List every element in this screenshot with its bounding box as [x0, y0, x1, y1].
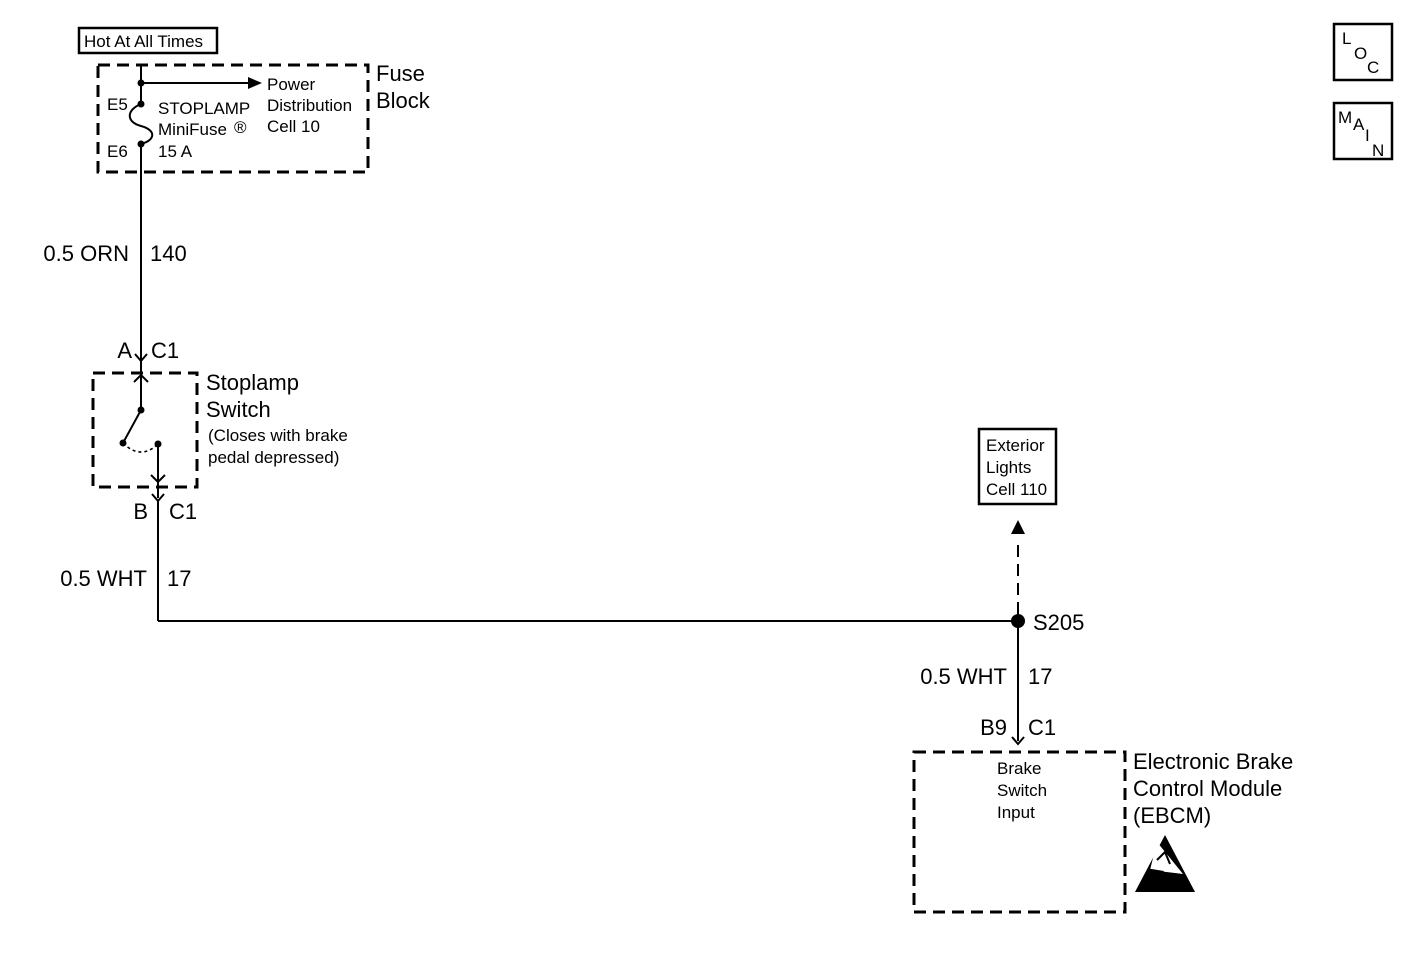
- ebcm-title-3: (EBCM): [1133, 803, 1211, 828]
- splice-name: S205: [1033, 610, 1084, 635]
- ebcm-connector: C1: [1028, 715, 1056, 740]
- fuse-name: STOPLAMP: [158, 99, 250, 118]
- fuse-pin-e6: E6: [107, 142, 128, 161]
- hot-at-all-times-label: Hot At All Times: [77, 26, 219, 55]
- fuse-icon: [128, 103, 154, 145]
- splice-s205: S205: [1011, 520, 1084, 635]
- stoplamp-switch-note-1: (Closes with brake: [208, 426, 348, 445]
- main-letter-m: M: [1338, 108, 1352, 127]
- power-distribution-line-2: Distribution: [267, 96, 352, 115]
- power-distribution-line-3: Cell 10: [267, 117, 320, 136]
- wire-wht-1-gauge-color: 0.5 WHT: [60, 566, 147, 591]
- ebcm-outline: [912, 750, 1127, 914]
- stoplamp-switch-outline: [91, 371, 199, 489]
- ebcm-title-1: Electronic Brake: [1133, 749, 1293, 774]
- exterior-lights-reference[interactable]: Exterior Lights Cell 110: [977, 427, 1058, 506]
- switch-connector-a: C1: [151, 338, 179, 363]
- power-distribution-arrow-icon: [248, 77, 262, 89]
- stoplamp-switch-title-2: Switch: [206, 397, 271, 422]
- stoplamp-switch-note-2: pedal depressed): [208, 448, 339, 467]
- main-letter-n: N: [1372, 141, 1384, 160]
- switch-connector-b: C1: [169, 499, 197, 524]
- ebcm-input-line-3: Input: [997, 803, 1035, 822]
- switch-pin-a: A: [117, 338, 132, 363]
- fuse-block-title-2: Block: [376, 88, 431, 113]
- fuse-block-title-1: Fuse: [376, 61, 425, 86]
- wire-wht-1-circuit: 17: [167, 566, 191, 591]
- wire-orn-circuit: 140: [150, 241, 187, 266]
- fuse-registered-mark: ®: [234, 118, 247, 137]
- fuse-block: Fuse Block Power Distribution Cell 10 E5…: [96, 61, 431, 174]
- wire-orn-gauge-color: 0.5 ORN: [43, 241, 129, 266]
- loc-letter-c: C: [1367, 58, 1379, 77]
- exterior-lights-arrow-icon: [1011, 520, 1025, 534]
- ebcm-pin: B9: [980, 715, 1007, 740]
- esd-sensitive-icon: [1135, 835, 1195, 892]
- wire-wht-2-gauge-color: 0.5 WHT: [920, 664, 1007, 689]
- loc-letter-l: L: [1342, 29, 1351, 48]
- hot-label-text: Hot At All Times: [84, 32, 203, 51]
- switch-pin-b: B: [133, 499, 148, 524]
- ebcm-input-line-2: Switch: [997, 781, 1047, 800]
- stoplamp-switch: A C1 Stoplamp Switch (Closes with brake …: [91, 338, 348, 524]
- fuse-pin-e5: E5: [107, 95, 128, 114]
- ebcm-title-2: Control Module: [1133, 776, 1282, 801]
- exterior-ref-line-3: Cell 110: [986, 480, 1047, 499]
- ebcm-connector-icon: [1011, 736, 1025, 746]
- wire-wht-2-circuit: 17: [1028, 664, 1052, 689]
- switch-blade: [122, 409, 142, 444]
- loc-letter-o: O: [1354, 44, 1367, 63]
- loc-button[interactable]: L O C: [1332, 22, 1394, 82]
- fuse-block-outline: [96, 63, 370, 174]
- switch-lower-arrow-icon: [150, 474, 166, 484]
- main-letter-i: I: [1365, 126, 1370, 145]
- switch-mechanical-link: [122, 442, 158, 453]
- switch-upper-arrow-icon: [133, 373, 149, 383]
- power-distribution-line-1: Power: [267, 75, 316, 94]
- fuse-type: MiniFuse: [158, 120, 227, 139]
- fuse-rating: 15 A: [158, 142, 193, 161]
- stoplamp-switch-title-1: Stoplamp: [206, 370, 299, 395]
- ebcm-input-line-1: Brake: [997, 759, 1041, 778]
- main-letter-a: A: [1353, 115, 1365, 134]
- main-button[interactable]: M A I N: [1332, 101, 1394, 161]
- ebcm-module: B9 C1 Brake Switch Input Electronic Brak…: [912, 715, 1293, 914]
- exterior-ref-line-2: Lights: [986, 458, 1031, 477]
- wire-wht-17-b: 0.5 WHT 17: [920, 621, 1052, 741]
- exterior-ref-line-1: Exterior: [986, 436, 1045, 455]
- wire-orn-140: 0.5 ORN 140: [43, 144, 187, 360]
- wire-wht-17-a: 0.5 WHT 17: [60, 501, 1018, 622]
